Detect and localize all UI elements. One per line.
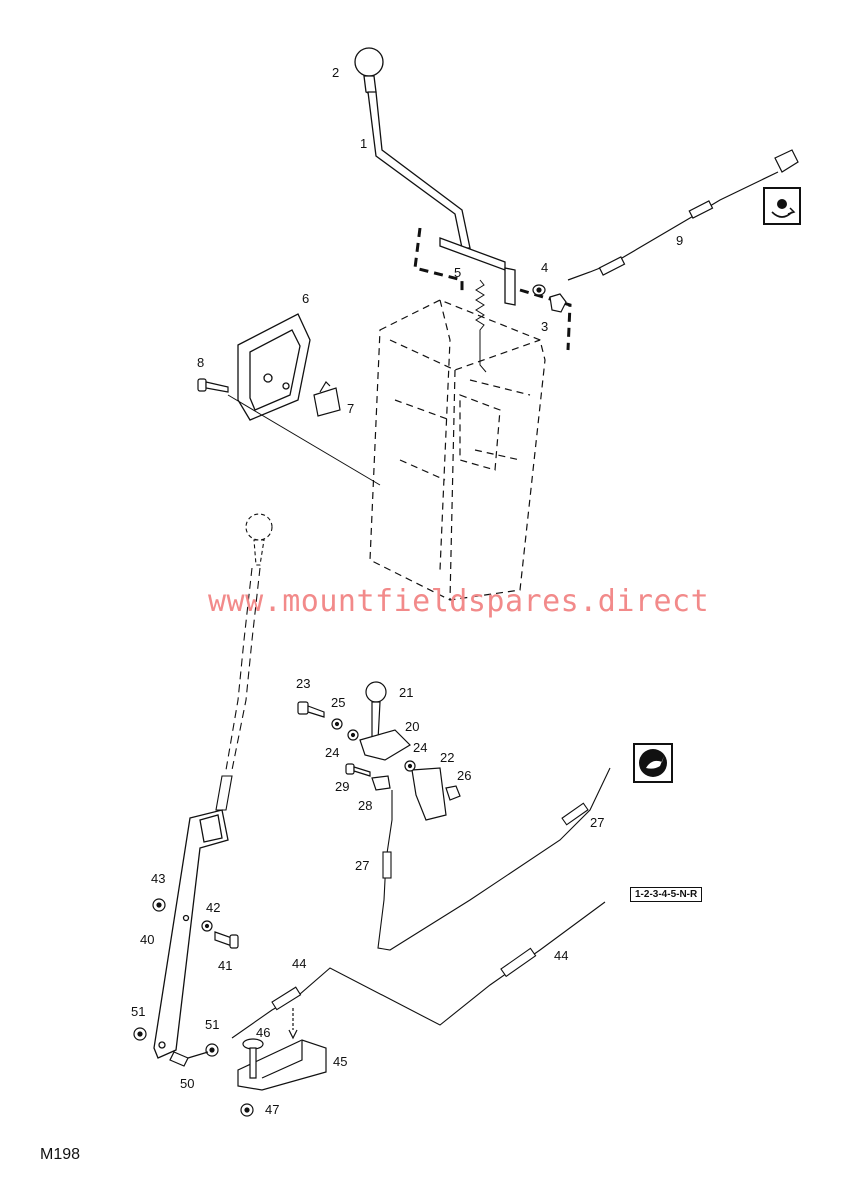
part-label: 45 [333,1054,347,1069]
part-label: 27 [590,815,604,830]
safety-switch [313,381,341,417]
part-label: 29 [335,779,349,794]
part-label: 23 [296,676,310,691]
part-label: 27 [355,858,369,873]
spring [475,279,487,373]
leader-line [227,394,381,486]
part-label: 43 [151,871,165,886]
part-label: 7 [347,401,354,416]
part-label: 44 [292,956,306,971]
part-label: 50 [180,1076,194,1091]
part-label: 8 [197,355,204,370]
part-label: 22 [440,750,454,765]
part-label: 1 [360,136,367,151]
part-label: 21 [399,685,413,700]
washer-and-nut [532,284,567,313]
bolt-8 [197,378,229,393]
gate-plate [237,313,311,421]
part-label: 44 [554,948,568,963]
part-label: 46 [256,1025,270,1040]
part-label: 24 [413,740,427,755]
part-label: 4 [541,260,548,275]
part-label: 9 [676,233,683,248]
part-label: 5 [454,265,461,280]
gear-positions-badge: 1-2-3-4-5-N-R [630,887,703,902]
part-label: 42 [206,900,220,915]
part-label: 51 [131,1004,145,1019]
part-label: 26 [457,768,471,783]
gear-lever-lower [215,513,273,811]
lever-housing-box [369,299,546,601]
part-label: 24 [325,745,339,760]
cable-bracket [237,1008,327,1117]
fasteners-left [133,898,239,1067]
part-label: 41 [218,958,232,973]
part-label: 20 [405,719,419,734]
part-label: 47 [265,1102,279,1117]
diagram-code: M198 [40,1146,81,1163]
part-label: 28 [358,798,372,813]
cable-27 [377,767,611,951]
part-label: 2 [332,65,339,80]
cable-9 [567,149,799,281]
part-label: 51 [205,1017,219,1032]
part-label: 3 [541,319,548,334]
part-label: 40 [140,932,154,947]
shift-assembly [297,681,461,821]
gear-lever-upper [354,47,516,306]
lever-arm-40 [153,809,229,1059]
part-label: 25 [331,695,345,710]
part-labels: 2 1 3 4 5 6 7 8 9 20 21 22 23 24 24 25 2… [131,65,683,1117]
cable-44 [231,901,606,1039]
watermark: www.mountfieldspares.direct [208,584,709,619]
blade-engage-icon [763,187,801,225]
part-label: 6 [302,291,309,306]
rabbit-fast-speed-icon [633,743,673,783]
